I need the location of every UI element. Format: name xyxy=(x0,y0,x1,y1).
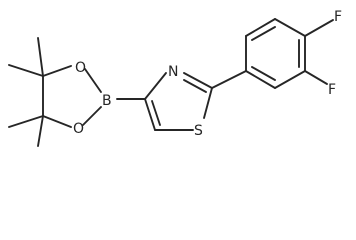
bond xyxy=(84,68,102,93)
bond xyxy=(245,70,276,89)
atom-label-nitrogen: N xyxy=(168,64,178,80)
bond-to-fluorine-top xyxy=(304,19,334,37)
bond-phenyl-thiazole xyxy=(211,70,247,89)
chemical-structure: F F N S B O O xyxy=(8,9,342,147)
methyl-bond xyxy=(8,64,44,77)
atom-label-sulfur: S xyxy=(194,123,203,139)
atom-label-fluorine-bottom: F xyxy=(328,82,336,98)
bond xyxy=(203,87,213,119)
double-bond-inner xyxy=(183,79,207,93)
atom-label-boron: B xyxy=(102,93,112,109)
methyl-groups xyxy=(8,37,44,147)
bond xyxy=(144,72,167,100)
double-bond-inner xyxy=(251,26,276,41)
thiazole-ring xyxy=(144,72,213,131)
atom-label-fluorine-top: F xyxy=(334,9,342,25)
double-bond-inner xyxy=(151,100,161,126)
bond xyxy=(245,18,276,37)
bond xyxy=(274,70,306,89)
methyl-bond xyxy=(8,115,44,128)
bond xyxy=(144,98,156,131)
bond xyxy=(82,106,102,126)
double-bond-inner xyxy=(251,66,276,81)
atom-label-oxygen-bottom: O xyxy=(73,121,84,137)
bond xyxy=(183,72,213,89)
methyl-bond xyxy=(37,37,44,77)
methyl-bond xyxy=(37,115,44,147)
bond-to-fluorine-bottom xyxy=(304,70,328,85)
difluorophenyl-ring xyxy=(245,18,306,89)
atom-label-oxygen-top: O xyxy=(75,60,86,76)
bond xyxy=(42,65,72,77)
bond xyxy=(274,18,306,37)
bond xyxy=(42,115,72,128)
dioxaborolane-ring xyxy=(42,65,102,128)
